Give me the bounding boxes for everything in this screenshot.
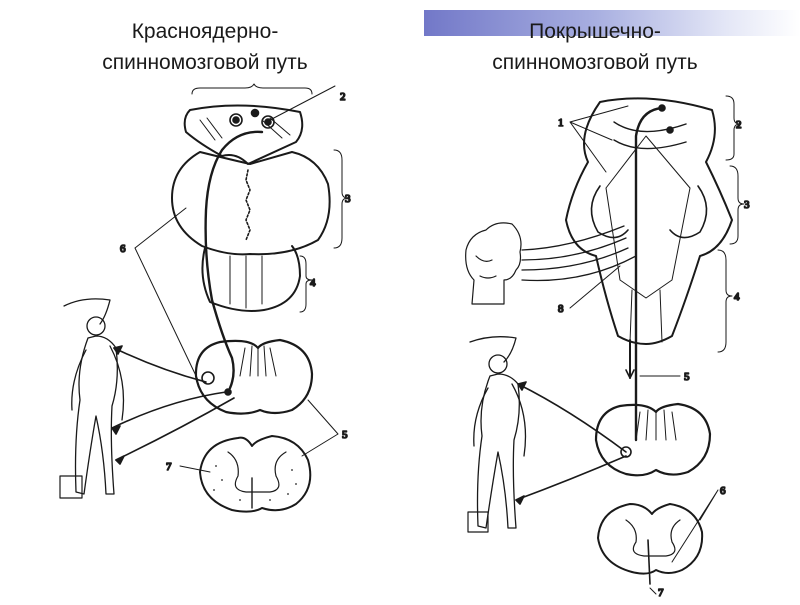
label-2: 2 bbox=[736, 119, 742, 131]
spinal-cord-upper-section bbox=[196, 340, 312, 414]
label-1: 1 bbox=[558, 117, 564, 129]
label-5: 5 bbox=[684, 371, 690, 383]
label-7: 7 bbox=[166, 461, 172, 473]
medulla-section bbox=[202, 246, 300, 311]
label-5: 5 bbox=[342, 429, 348, 441]
pons-section bbox=[172, 152, 330, 254]
left-pathway-title: Красноядерно- спинномозговой путь bbox=[20, 16, 390, 78]
brainstem-section bbox=[566, 98, 732, 344]
label-8: 8 bbox=[558, 303, 564, 315]
label-3: 3 bbox=[345, 193, 351, 205]
right-title-line-1: Покрышечно- bbox=[410, 16, 780, 47]
label-4: 4 bbox=[310, 277, 316, 289]
label-3: 3 bbox=[744, 199, 750, 211]
label-7: 7 bbox=[658, 587, 664, 599]
rubrospinal-tract-diagram: 2 3 4 5 6 7 bbox=[0, 80, 400, 605]
label-6: 6 bbox=[120, 243, 126, 255]
human-figure-illustration bbox=[60, 299, 124, 498]
right-pathway-title: Покрышечно- спинномозговой путь bbox=[410, 16, 780, 78]
head-illustration bbox=[466, 223, 521, 304]
left-title-line-1: Красноядерно- bbox=[20, 16, 390, 47]
right-title-line-2: спинномозговой путь bbox=[410, 47, 780, 78]
spinal-cord-upper-section bbox=[596, 404, 710, 475]
spinal-cord-lower-section bbox=[598, 504, 702, 584]
label-6: 6 bbox=[720, 485, 726, 497]
human-figure-illustration bbox=[468, 337, 526, 532]
label-4: 4 bbox=[734, 291, 740, 303]
label-2: 2 bbox=[340, 91, 346, 103]
spinal-cord-lower-section bbox=[200, 436, 310, 512]
tectospinal-tract-diagram: 1 2 3 4 5 6 7 8 bbox=[400, 80, 800, 605]
left-title-line-2: спинномозговой путь bbox=[20, 47, 390, 78]
